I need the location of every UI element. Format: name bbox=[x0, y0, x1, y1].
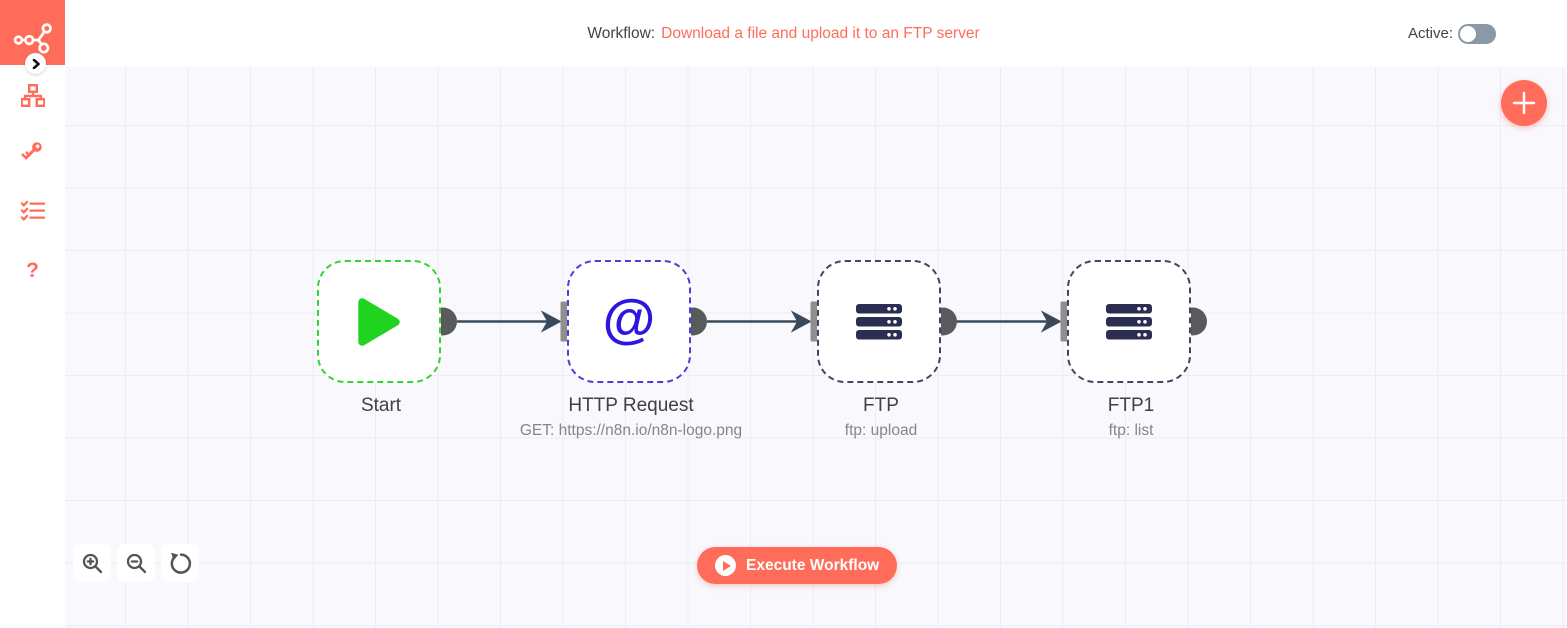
arrowhead-icon bbox=[790, 310, 812, 333]
active-toggle[interactable] bbox=[1458, 23, 1496, 44]
active-label: Active: bbox=[1407, 25, 1453, 42]
node-start[interactable]: Start bbox=[317, 260, 441, 416]
arrowhead-icon bbox=[540, 310, 562, 333]
play-icon bbox=[715, 555, 736, 576]
node-label: Start bbox=[360, 395, 402, 416]
sidebar-item-help[interactable]: ? bbox=[0, 249, 65, 293]
sidebar-item-executions[interactable] bbox=[0, 189, 65, 233]
workflow-label: Workflow: bbox=[587, 24, 656, 42]
server-icon bbox=[1106, 303, 1152, 339]
chevron-right-icon bbox=[32, 58, 40, 69]
workflow-title: Workflow: Download a file and upload it … bbox=[587, 0, 979, 67]
execute-workflow-button[interactable]: Execute Workflow bbox=[697, 547, 898, 584]
n8n-logo-icon bbox=[13, 22, 52, 53]
zoom-in-button[interactable] bbox=[73, 544, 111, 582]
at-icon: @ bbox=[602, 288, 656, 349]
node-label: HTTP Request bbox=[568, 395, 694, 416]
reset-zoom-icon bbox=[170, 552, 191, 574]
question-mark-icon: ? bbox=[26, 259, 39, 282]
sitemap-icon bbox=[20, 83, 45, 107]
sidebar-item-credentials[interactable] bbox=[0, 129, 65, 173]
checklist-icon bbox=[20, 200, 45, 221]
play-icon bbox=[358, 297, 400, 346]
reset-zoom-button[interactable] bbox=[161, 544, 199, 582]
add-node-button[interactable] bbox=[1501, 80, 1547, 126]
zoom-out-button[interactable] bbox=[117, 544, 155, 582]
workflow-canvas[interactable]: Start @ HTTP Request GET: https://n8n.io… bbox=[65, 67, 1567, 628]
node-label: FTP1 bbox=[1107, 395, 1155, 416]
connections-layer bbox=[429, 301, 1207, 342]
node-subtitle: ftp: list bbox=[1108, 422, 1154, 439]
execute-workflow-label: Execute Workflow bbox=[746, 556, 880, 574]
plus-icon bbox=[1512, 91, 1536, 115]
sidebar-expand-button[interactable] bbox=[25, 53, 46, 74]
top-bar: Workflow: Download a file and upload it … bbox=[0, 0, 1567, 67]
node-http-request[interactable]: @ HTTP Request GET: https://n8n.io/n8n-l… bbox=[520, 260, 742, 439]
server-icon bbox=[856, 303, 902, 339]
zoom-in-icon bbox=[82, 553, 103, 574]
node-label: FTP bbox=[863, 395, 899, 416]
node-subtitle: GET: https://n8n.io/n8n-logo.png bbox=[519, 422, 743, 439]
node-subtitle: ftp: upload bbox=[844, 422, 918, 439]
zoom-controls bbox=[73, 544, 199, 582]
workflow-name-link[interactable]: Download a file and upload it to an FTP … bbox=[661, 24, 980, 42]
zoom-out-icon bbox=[126, 553, 147, 574]
key-icon bbox=[21, 141, 42, 159]
sidebar: ? bbox=[0, 0, 65, 628]
arrowhead-icon bbox=[1040, 310, 1062, 333]
node-ftp1[interactable]: FTP1 ftp: list bbox=[1067, 260, 1191, 439]
node-ftp[interactable]: FTP ftp: upload bbox=[817, 260, 941, 439]
toggle-knob bbox=[1460, 25, 1476, 42]
sidebar-item-workflows[interactable] bbox=[0, 73, 65, 117]
